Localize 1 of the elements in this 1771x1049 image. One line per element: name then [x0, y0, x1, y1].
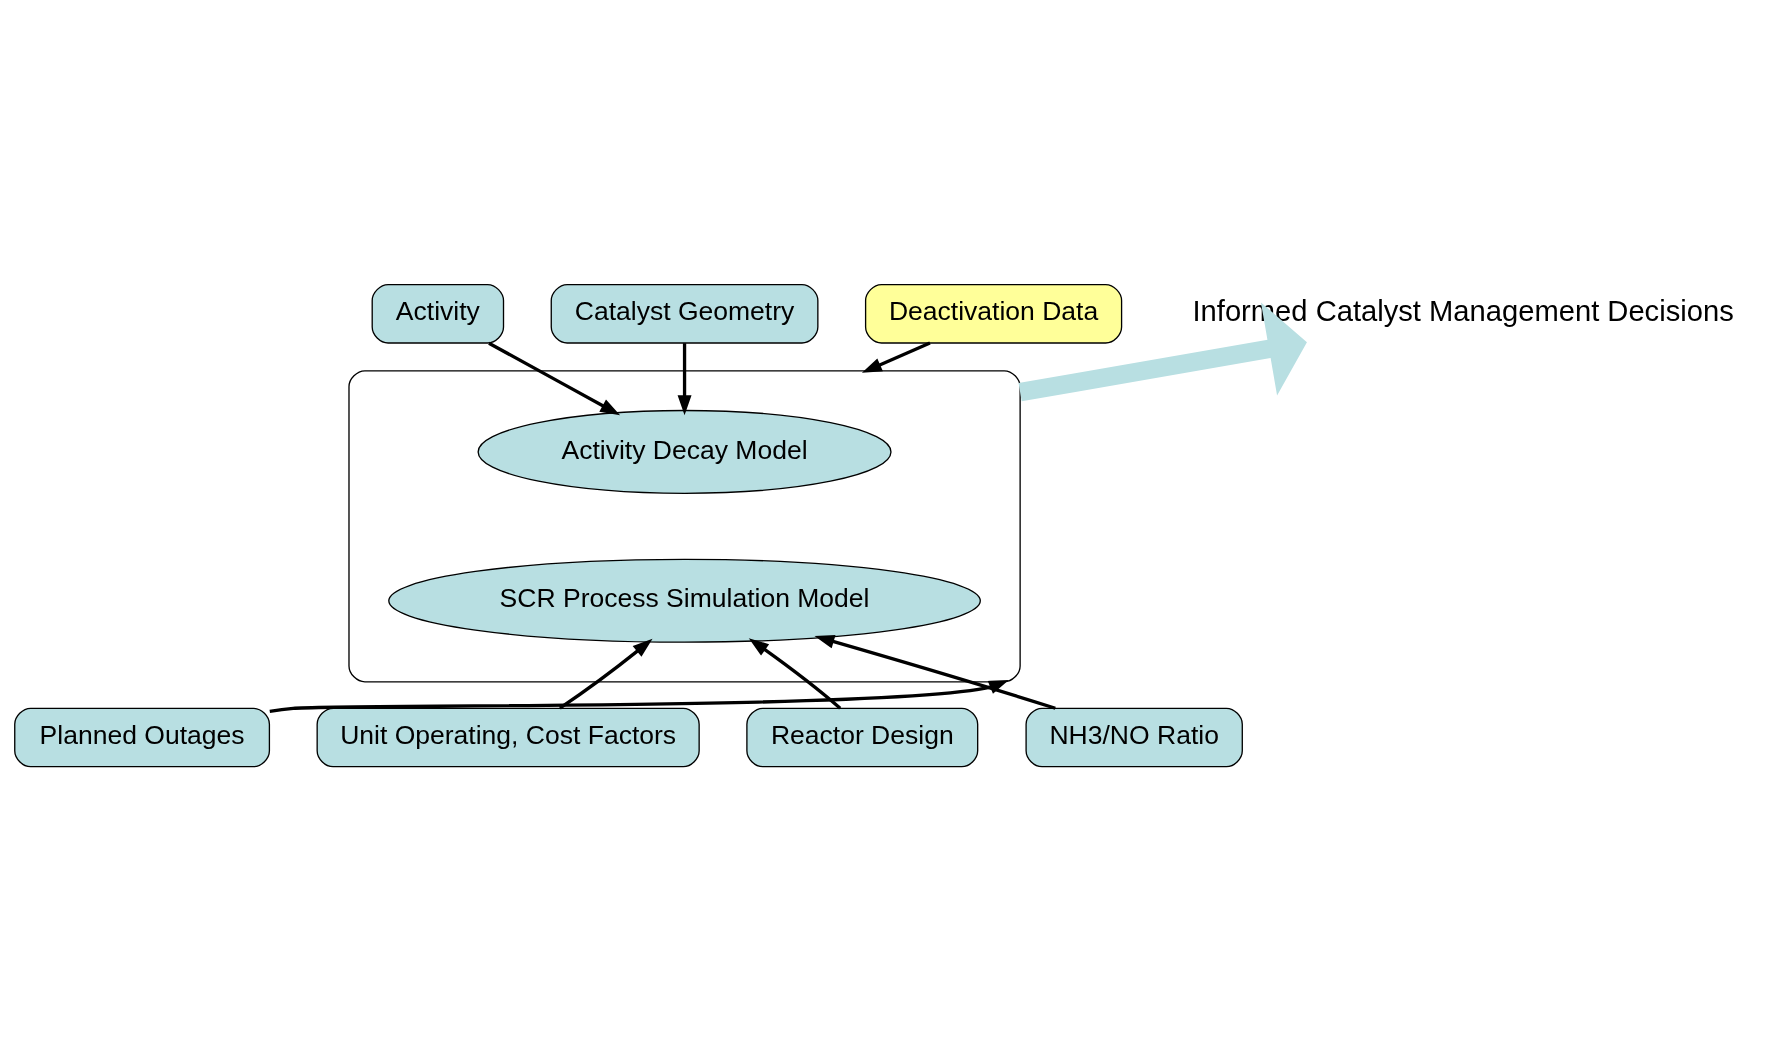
node-text: Informed Catalyst Management Decisions — [1192, 294, 1734, 327]
